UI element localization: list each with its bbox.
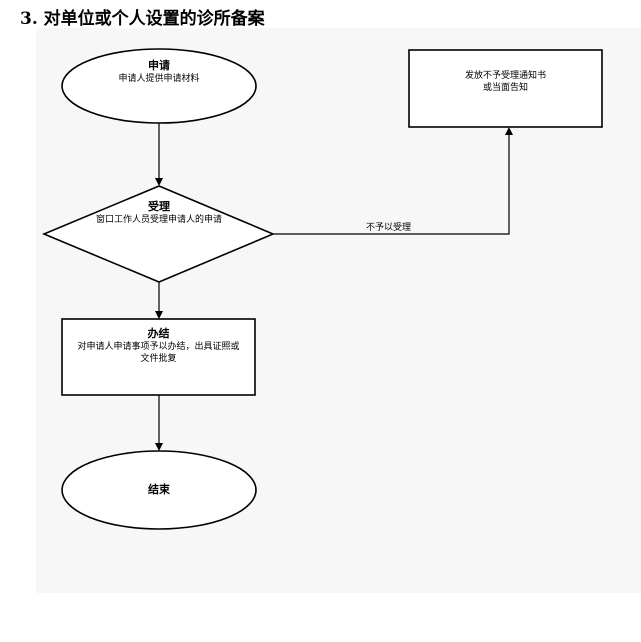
- accept-node: 受理 窗口工作人员受理申请人的申请: [80, 200, 238, 226]
- handle-node-title: 办结: [147, 327, 170, 340]
- apply-node-title: 申请: [148, 59, 170, 72]
- edge-accept-to-reject: [273, 127, 513, 235]
- accept-node-title: 受理: [148, 200, 170, 213]
- apply-node: 申请 申请人提供申请材料: [90, 59, 228, 85]
- apply-node-desc: 申请人提供申请材料: [118, 74, 200, 84]
- reject-node-shape: [408, 49, 603, 128]
- reject-node: 发放不予受理通知书 或当面告知: [412, 70, 599, 94]
- page-title: 3. 对单位或个人设置的诊所备案: [20, 9, 265, 29]
- handle-node: 办结 对申请人申请事项予以办结，出具证照或文件批复: [68, 327, 249, 365]
- handle-node-desc: 对申请人申请事项予以办结，出具证照或文件批复: [77, 342, 240, 364]
- reject-edge-label: 不予以受理: [366, 223, 412, 233]
- end-node: 结束: [100, 483, 218, 497]
- end-node-shape: [61, 450, 257, 530]
- reject-node-desc-line1: 发放不予受理通知书: [464, 71, 546, 81]
- reject-node-desc-line2: 或当面告知: [482, 83, 528, 93]
- accept-node-desc: 窗口工作人员受理申请人的申请: [95, 215, 222, 225]
- end-node-title: 结束: [148, 483, 170, 496]
